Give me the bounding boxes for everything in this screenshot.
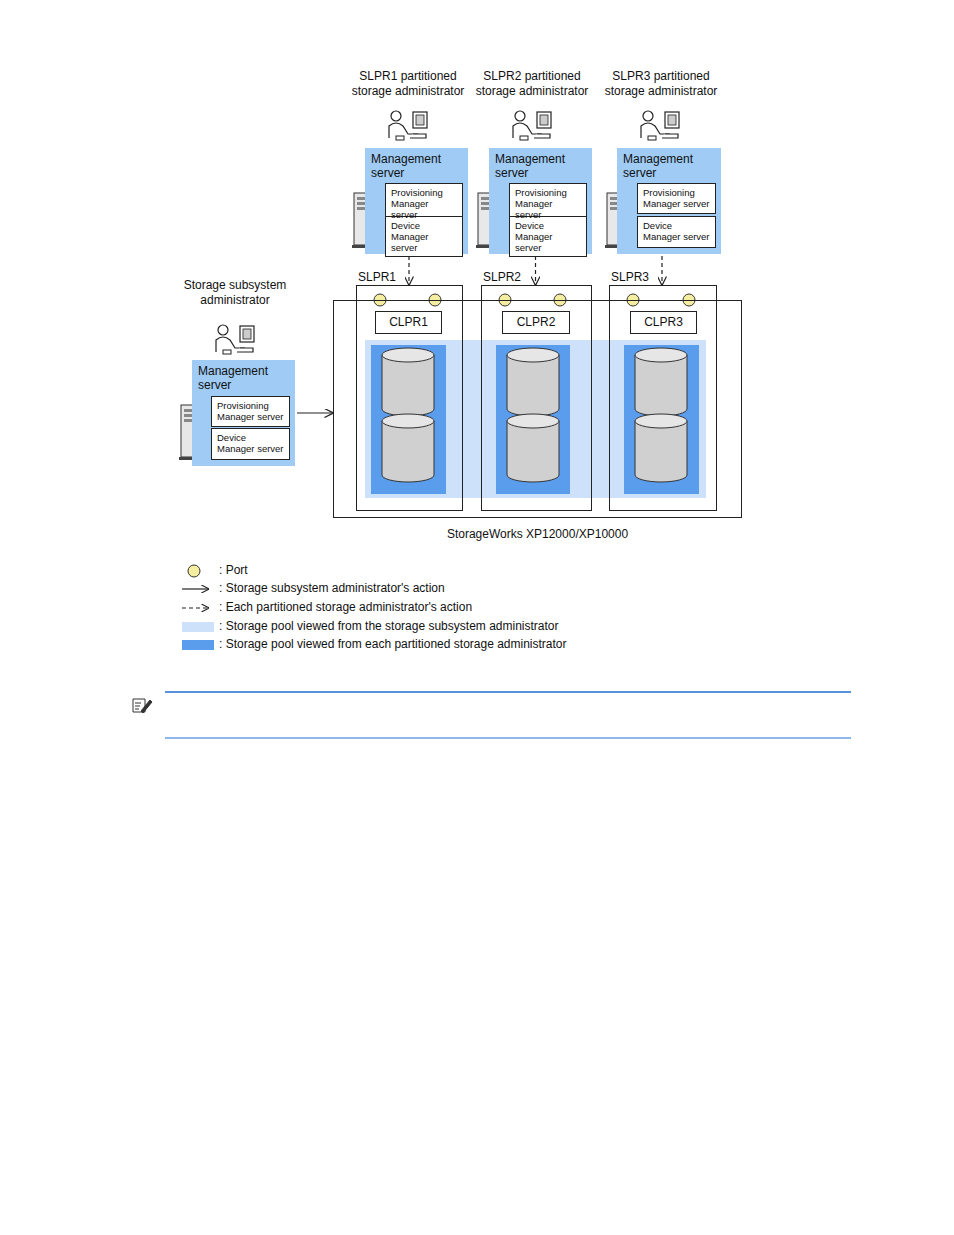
box-label: SLPR3 [611, 270, 649, 284]
box-label: SLPR1 [358, 270, 396, 284]
software-box: Provisioning Manager server [637, 183, 716, 214]
box-heading: Management server [192, 360, 284, 396]
storage-subsystem: StorageWorks XP12000/XP10000SLPR1CLPR1SL… [333, 300, 742, 518]
box-heading: Management server [617, 148, 709, 184]
note-rule [165, 738, 851, 739]
person-icon [641, 111, 679, 140]
box-label: Provisioning Manager server [212, 397, 289, 425]
software-box: Provisioning Manager server [509, 183, 587, 224]
person-icon [216, 325, 254, 354]
legend-swatch [182, 640, 214, 650]
person-icon [389, 111, 427, 140]
legend-text: : Storage pool viewed from each partitio… [219, 637, 567, 652]
note-icon [133, 699, 152, 713]
legend-text: : Port [219, 563, 248, 578]
box-label: Device Manager server [386, 217, 462, 256]
pool-band [365, 340, 706, 498]
software-box: Device Manager server [211, 428, 290, 460]
box-label: Device Manager server [212, 429, 289, 457]
box-label: CLPR3 [631, 312, 696, 332]
person-icon [513, 111, 551, 140]
software-box: Provisioning Manager server [211, 396, 290, 427]
box-heading: Management server [365, 148, 457, 184]
legend-swatch [182, 622, 214, 632]
box-label: Device Manager server [638, 217, 715, 245]
role-label: SLPR3 partitioned storage administrator [596, 69, 726, 99]
box-label: StorageWorks XP12000/XP10000 [334, 527, 741, 541]
role-label: Storage subsystem administrator [170, 278, 300, 308]
box-heading: Management server [489, 148, 581, 184]
action-arrow [297, 412, 333, 413]
legend-text: : Storage pool viewed from the storage s… [219, 619, 559, 634]
management-server: Management serverProvisioning Manager se… [489, 148, 592, 254]
management-server: Management serverProvisioning Manager se… [617, 148, 721, 254]
box-label: Provisioning Manager server [386, 184, 462, 223]
box-label: CLPR1 [376, 312, 441, 332]
legend-samples [182, 565, 209, 608]
legend-text: : Each partitioned storage administrator… [219, 600, 472, 615]
software-box: Device Manager server [385, 216, 463, 257]
action-arrow [408, 256, 409, 285]
note-rule [165, 691, 851, 693]
software-box: Device Manager server [637, 216, 716, 248]
box-label: CLPR2 [503, 312, 569, 332]
software-box: Device Manager server [509, 216, 587, 257]
software-box: Provisioning Manager server [385, 183, 463, 224]
pool [496, 345, 570, 494]
action-arrow [661, 256, 662, 285]
slpr-partition: SLPR3CLPR3 [609, 285, 717, 511]
box-label: Provisioning Manager server [510, 184, 586, 223]
clpr-box: CLPR1 [375, 311, 442, 334]
box-label: Device Manager server [510, 217, 586, 256]
legend-text: : Storage subsystem administrator's acti… [219, 581, 445, 596]
pool [371, 345, 446, 494]
pool [624, 345, 699, 494]
action-arrow [535, 256, 536, 285]
role-label: SLPR2 partitioned storage administrator [467, 69, 597, 99]
slpr-partition: SLPR1CLPR1 [356, 285, 463, 511]
disk-cylinders [382, 348, 687, 482]
management-server: Management serverProvisioning Manager se… [365, 148, 468, 254]
box-label: Provisioning Manager server [638, 184, 715, 212]
slpr-partition: SLPR2CLPR2 [481, 285, 592, 511]
management-server: Management serverProvisioning Manager se… [192, 360, 295, 466]
box-label: SLPR2 [483, 270, 521, 284]
role-label: SLPR1 partitioned storage administrator [343, 69, 473, 99]
clpr-box: CLPR2 [502, 311, 570, 334]
clpr-box: CLPR3 [630, 311, 697, 334]
